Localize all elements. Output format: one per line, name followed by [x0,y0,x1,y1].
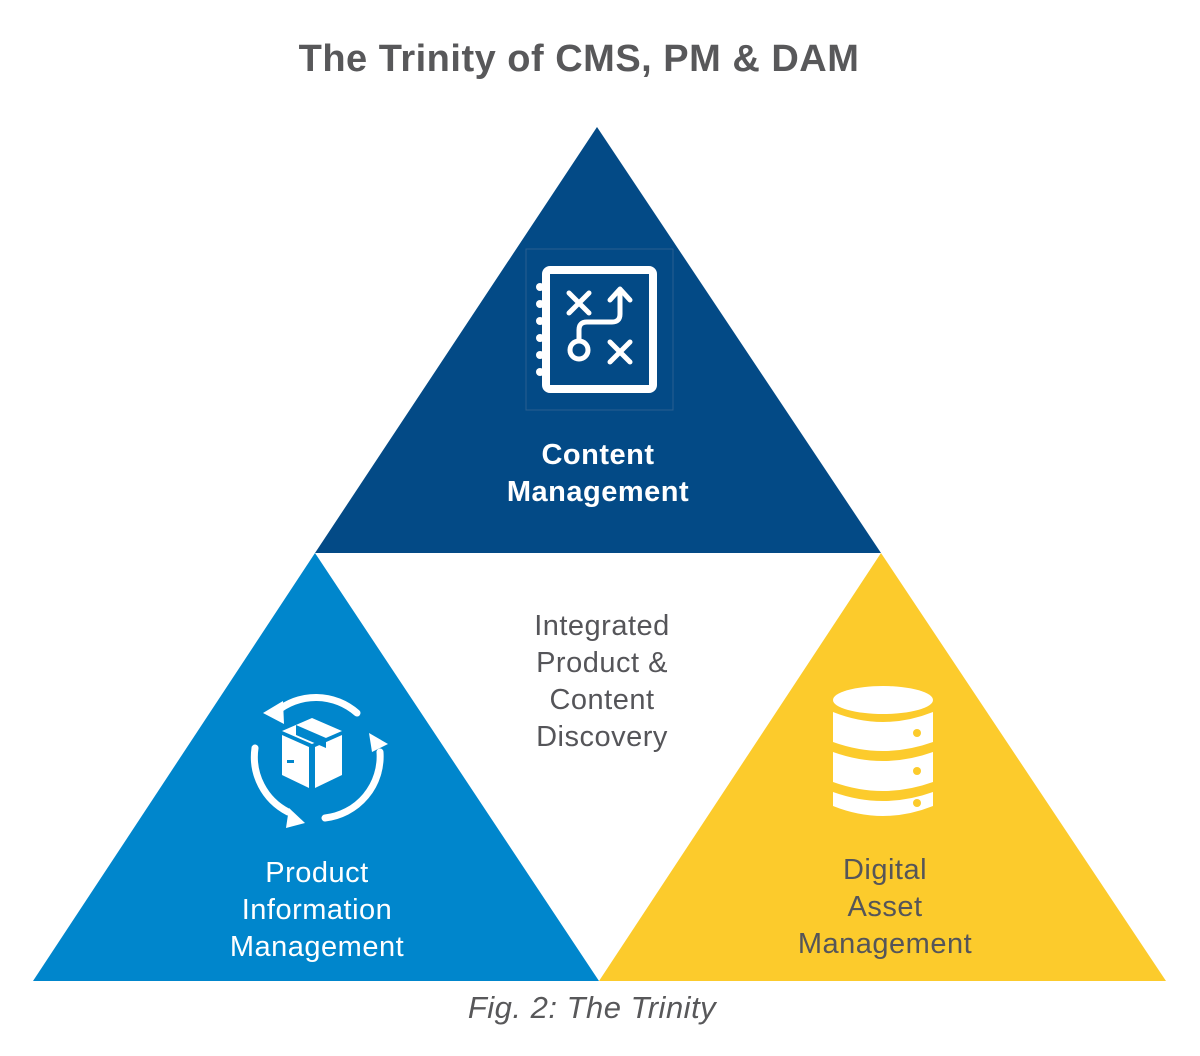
content-management-label-line: Management [506,476,690,508]
product-cycle-box-icon [250,693,388,828]
center-label-line: Content [549,684,655,716]
content-management-triangle [315,127,881,553]
content-management-label: Content Management [448,437,748,511]
center-label-line: Integrated [534,610,670,642]
center-label-line: Product & [536,647,668,679]
product-information-label-line: Product [265,857,369,889]
digital-asset-label: Digital Asset Management [735,852,1035,963]
figure-caption: Fig. 2: The Trinity [467,990,717,1025]
center-label-line: Discovery [536,721,668,753]
content-management-label-line: Content [541,439,655,471]
product-information-label: Product Information Management [167,855,467,966]
product-information-label-line: Information [241,894,393,926]
digital-asset-label-line: Asset [847,891,923,923]
strategy-playbook-icon [525,248,674,411]
diagram-title: The Trinity of CMS, PM & DAM [298,38,860,80]
database-icon [833,686,933,816]
center-label: Integrated Product & Content Discovery [452,608,752,756]
digital-asset-label-line: Digital [842,854,928,886]
product-information-label-line: Management [229,931,405,963]
digital-asset-label-line: Management [797,928,973,960]
